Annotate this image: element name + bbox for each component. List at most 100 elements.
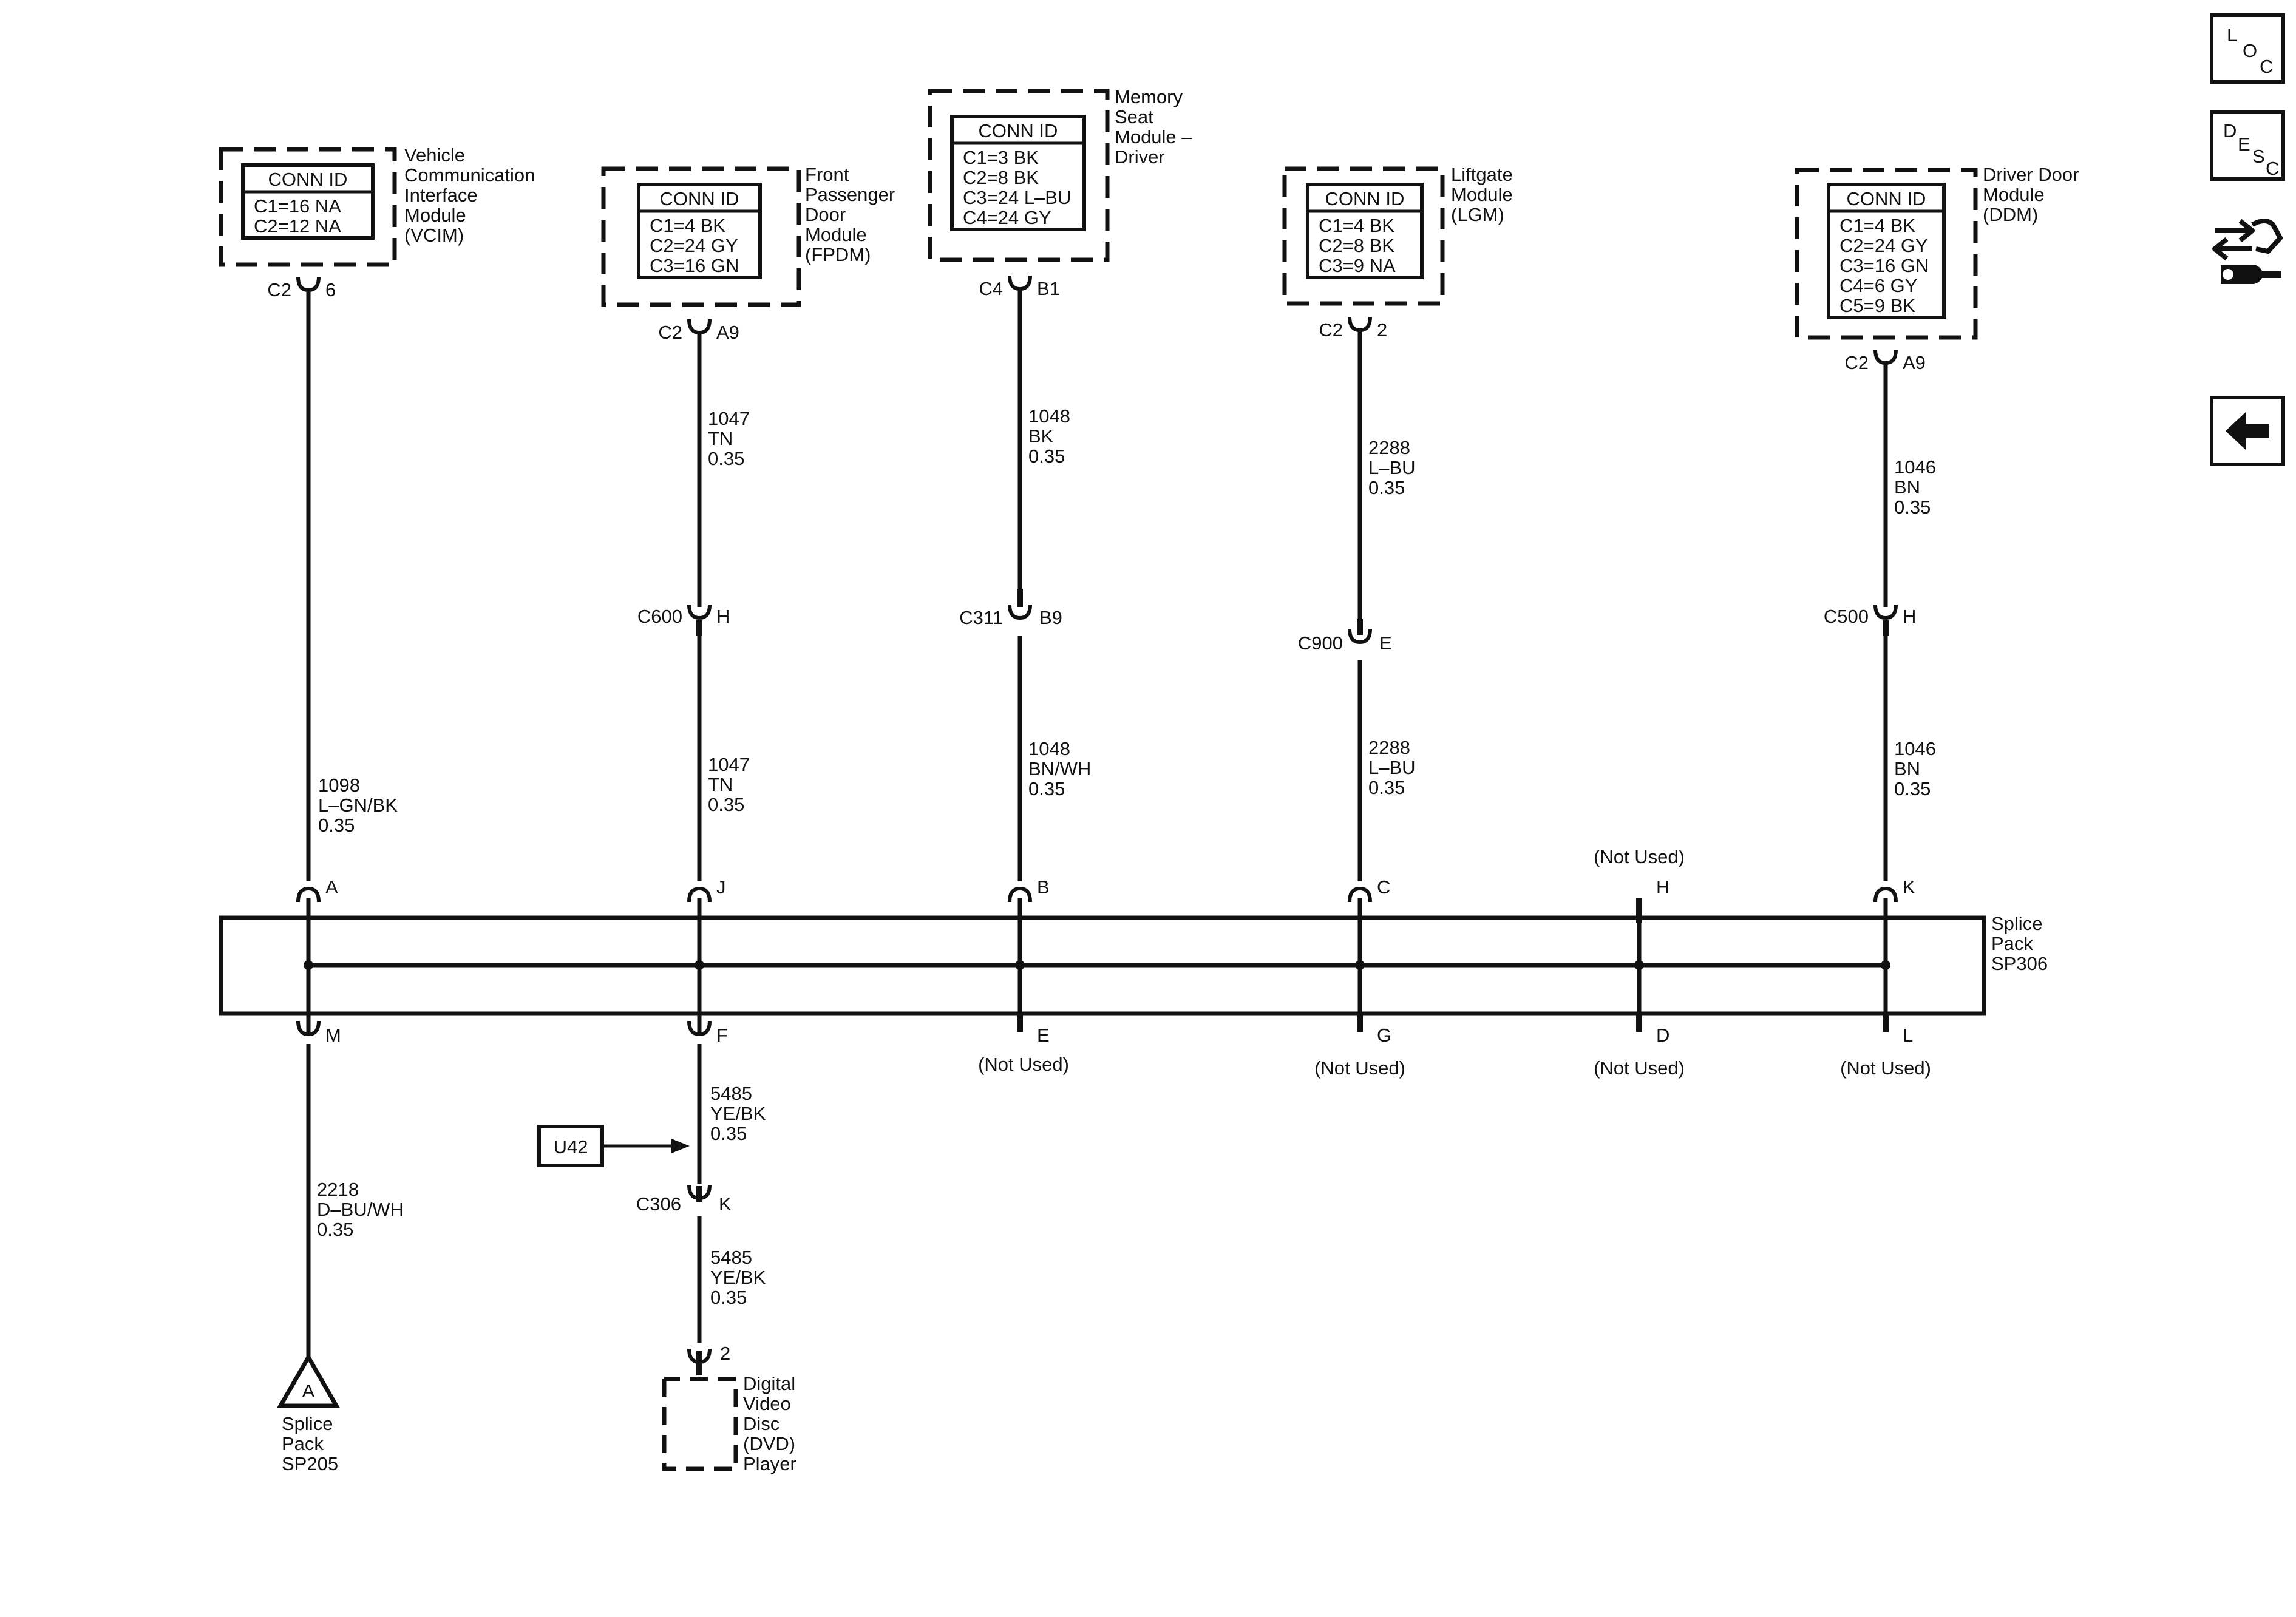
c900-cup — [1348, 628, 1372, 645]
msm-conn-id-header: CONN ID — [979, 120, 1058, 141]
ddm-pin-left: C2 — [1844, 352, 1869, 373]
u42-label: U42 — [554, 1136, 588, 1158]
not-used-d: (Not Used) — [1594, 1057, 1685, 1079]
ddm-module-title-1: Module — [1983, 184, 2045, 205]
sp205-label-0: Splice — [282, 1413, 333, 1434]
msm-conn-id-box — [950, 115, 1086, 231]
sp205-reference-letter: A — [302, 1380, 315, 1402]
u42-arrow-head — [671, 1139, 690, 1153]
loc-letter-o: O — [2243, 40, 2258, 61]
ddm-module-outline — [1795, 168, 1978, 340]
loc-letter-l: L — [2227, 24, 2238, 46]
splice-node-4 — [1634, 960, 1644, 970]
lgm-conn-row-1: C2=8 BK — [1319, 235, 1394, 256]
fpdm-pin-right: A9 — [716, 322, 739, 343]
lgm-conn-id-box — [1306, 183, 1424, 279]
splice-top-stub-4 — [1636, 898, 1642, 923]
left-arrow-icon — [2226, 412, 2269, 450]
wire-label-ddm-upper-2: 0.35 — [1894, 497, 1931, 518]
wire-label-dvd-upper-2: 0.35 — [710, 1123, 747, 1144]
splice-bottom-stub-5 — [1883, 1014, 1889, 1032]
fpdm-module-title-0: Front — [805, 164, 849, 185]
splice-node-1 — [695, 960, 704, 970]
lgm-conn-row-2: C3=9 NA — [1319, 255, 1396, 276]
msm-pin-left: C4 — [979, 278, 1003, 299]
fpdm-module-outline — [601, 166, 801, 307]
wire-label-msm-upper-2: 0.35 — [1028, 446, 1065, 467]
wire-label-vcim-lower-0: 1098 — [318, 775, 360, 796]
splice-node-0 — [304, 960, 313, 970]
splice-top-pin-cup-5 — [1873, 886, 1898, 903]
wire-label-dvd-upper-1: YE/BK — [710, 1103, 766, 1124]
wire-label-lgm-upper-0: 2288 — [1368, 437, 1410, 458]
c306-pin-stub — [696, 1186, 702, 1202]
splice-top-pin-label-3: C — [1377, 876, 1390, 898]
wire-label-dvd-lower-0: 5485 — [710, 1247, 752, 1268]
splice-bottom-pin-cup-0 — [296, 1020, 321, 1037]
c600-cup — [687, 604, 712, 620]
msm-conn-row-1: C2=8 BK — [963, 167, 1039, 188]
not-used-l: (Not Used) — [1840, 1057, 1931, 1079]
msm-conn-row-0: C1=3 BK — [963, 147, 1039, 168]
splice-top-pin-cup-2 — [1008, 886, 1032, 903]
splice-bottom-stub-4 — [1636, 1014, 1642, 1032]
lgm-module-title-1: Module — [1451, 184, 1513, 205]
fpdm-module-title-1: Passenger — [805, 184, 895, 205]
not-used-e: (Not Used) — [978, 1054, 1069, 1075]
splice-node-2 — [1015, 960, 1025, 970]
loc-button[interactable]: L O C — [2210, 13, 2285, 84]
wire-label-msm-upper-0: 1048 — [1028, 405, 1070, 427]
fpdm-pin-left: C2 — [658, 322, 682, 343]
ddm-conn-row-4: C5=9 BK — [1839, 295, 1915, 316]
wire-label-sp205-1: D–BU/WH — [317, 1199, 404, 1220]
vcim-conn-id-box — [241, 163, 375, 240]
connector-tool-icon[interactable] — [2210, 206, 2285, 285]
splice-bottom-pin-label-3: G — [1377, 1025, 1391, 1046]
ddm-conn-row-2: C3=16 GN — [1839, 255, 1929, 276]
desc-letter-e: E — [2238, 134, 2250, 155]
msm-conn-row-3: C4=24 GY — [963, 207, 1051, 228]
splice-bottom-pin-label-2: E — [1037, 1025, 1050, 1046]
wire-label-msm-lower-0: 1048 — [1028, 738, 1070, 759]
desc-button[interactable]: D E S C — [2210, 110, 2285, 181]
splice-pack-label-1: Pack — [1991, 933, 2033, 954]
vcim-module-outline — [219, 147, 397, 267]
ddm-conn-row-0: C1=4 BK — [1839, 215, 1915, 236]
c600-pin-label: H — [716, 606, 730, 627]
wire-label-ddm-lower-1: BN — [1894, 758, 1920, 779]
wire-label-fpdm-upper-1: TN — [708, 428, 733, 449]
c306-name: C306 — [636, 1193, 681, 1215]
splice-top-pin-label-5: K — [1903, 876, 1915, 898]
back-button[interactable] — [2210, 396, 2285, 466]
wire-label-msm-upper-1: BK — [1028, 425, 1054, 447]
vcim-module-connector — [296, 276, 321, 293]
lgm-module-outline — [1282, 166, 1445, 306]
desc-letter-s: S — [2252, 146, 2265, 167]
c311-pin-label: B9 — [1039, 607, 1062, 628]
desc-letter-d: D — [2223, 120, 2237, 141]
lgm-module-title-2: (LGM) — [1451, 204, 1504, 225]
vcim-conn-id-header: CONN ID — [268, 169, 348, 190]
fpdm-conn-row-2: C3=16 GN — [650, 255, 739, 276]
fpdm-module-title-4: (FPDM) — [805, 244, 871, 265]
vcim-module-title-4: (VCIM) — [404, 225, 464, 246]
msm-module-title-3: Driver — [1115, 146, 1165, 168]
dvd-label-2: Disc — [743, 1413, 779, 1434]
c900-pin-label: E — [1379, 632, 1392, 654]
wire-label-vcim-lower-2: 0.35 — [318, 815, 355, 836]
wire-label-msm-lower-1: BN/WH — [1028, 758, 1091, 779]
desc-letter-c: C — [2266, 158, 2280, 179]
splice-node-5 — [1881, 960, 1890, 970]
fpdm-conn-id-header: CONN ID — [660, 188, 739, 209]
splice-bottom-stub-2 — [1017, 1014, 1023, 1032]
wires-layer — [306, 288, 1888, 1357]
vcim-module-title-1: Communication — [404, 164, 535, 186]
dvd-label-4: Player — [743, 1453, 796, 1474]
lgm-pin-left: C2 — [1319, 319, 1343, 341]
loc-letter-c: C — [2260, 56, 2274, 77]
splice-top-pin-cup-0 — [296, 886, 321, 903]
vcim-conn-row-0: C1=16 NA — [254, 195, 341, 217]
vcim-module-title-2: Interface — [404, 185, 478, 206]
